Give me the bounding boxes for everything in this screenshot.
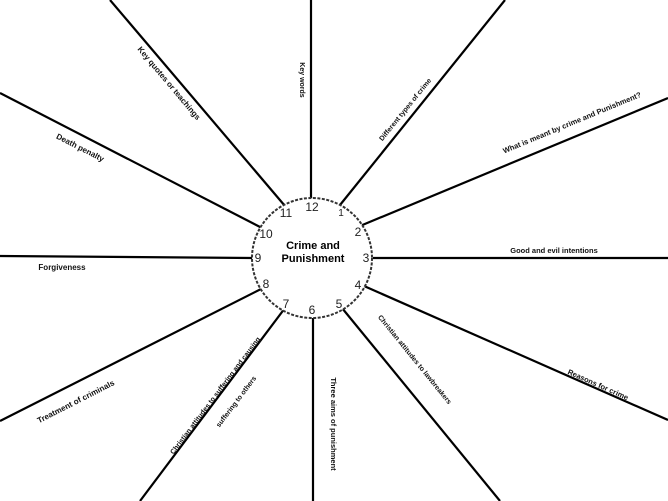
center-title-line2: Punishment bbox=[282, 253, 345, 265]
clock-number-12: 12 bbox=[305, 200, 319, 214]
clock-number-9: 9 bbox=[255, 251, 262, 265]
label-key-quotes: Key quotes or teachings bbox=[136, 45, 203, 122]
spoke-lawbreakers bbox=[341, 307, 501, 501]
label-three-aims: Three aims of punishment bbox=[329, 377, 338, 471]
label-death-penalty: Death penalty bbox=[55, 132, 106, 164]
clock-number-7: 7 bbox=[283, 297, 290, 311]
label-good-evil: Good and evil intentions bbox=[510, 246, 598, 255]
label-lawbreakers: Christian attitudes to lawbreakers bbox=[376, 314, 452, 406]
label-suffering-line1: Christian attitudes to suffering and cau… bbox=[169, 336, 262, 456]
clock-numbers: 12 1 2 3 4 5 6 7 8 9 10 11 bbox=[255, 200, 370, 317]
clock-face bbox=[251, 197, 373, 319]
label-key-words: Key words bbox=[298, 62, 305, 98]
label-treatment: Treatment of criminals bbox=[36, 378, 117, 425]
center-title-line1: Crime and bbox=[286, 240, 340, 252]
spoke-treatment bbox=[0, 287, 264, 422]
clock-number-2: 2 bbox=[355, 225, 362, 239]
label-forgiveness: Forgiveness bbox=[38, 263, 86, 272]
spoke-what-is-meant bbox=[359, 96, 668, 228]
clock-number-6: 6 bbox=[309, 303, 316, 317]
clock-number-8: 8 bbox=[263, 277, 270, 291]
spoke-key-quotes bbox=[109, 0, 286, 207]
label-reasons: Reasons for crime bbox=[566, 367, 629, 402]
spoke-suffering bbox=[139, 307, 286, 501]
clock-number-4: 4 bbox=[355, 278, 362, 292]
clock-number-5: 5 bbox=[336, 297, 343, 311]
spoke-reasons bbox=[363, 284, 668, 422]
clock-number-3: 3 bbox=[363, 251, 370, 265]
clock-number-11: 11 bbox=[280, 206, 293, 220]
spoke-death-penalty bbox=[0, 92, 263, 229]
clock-number-1: 1 bbox=[338, 208, 344, 219]
clock-number-10: 10 bbox=[259, 227, 273, 241]
spoke-forgiveness bbox=[0, 254, 253, 260]
spoke-different-types bbox=[339, 0, 506, 206]
label-different-types: Different types of crime bbox=[379, 77, 434, 142]
label-what-is-meant: What is meant by crime and Punishment? bbox=[502, 90, 643, 155]
